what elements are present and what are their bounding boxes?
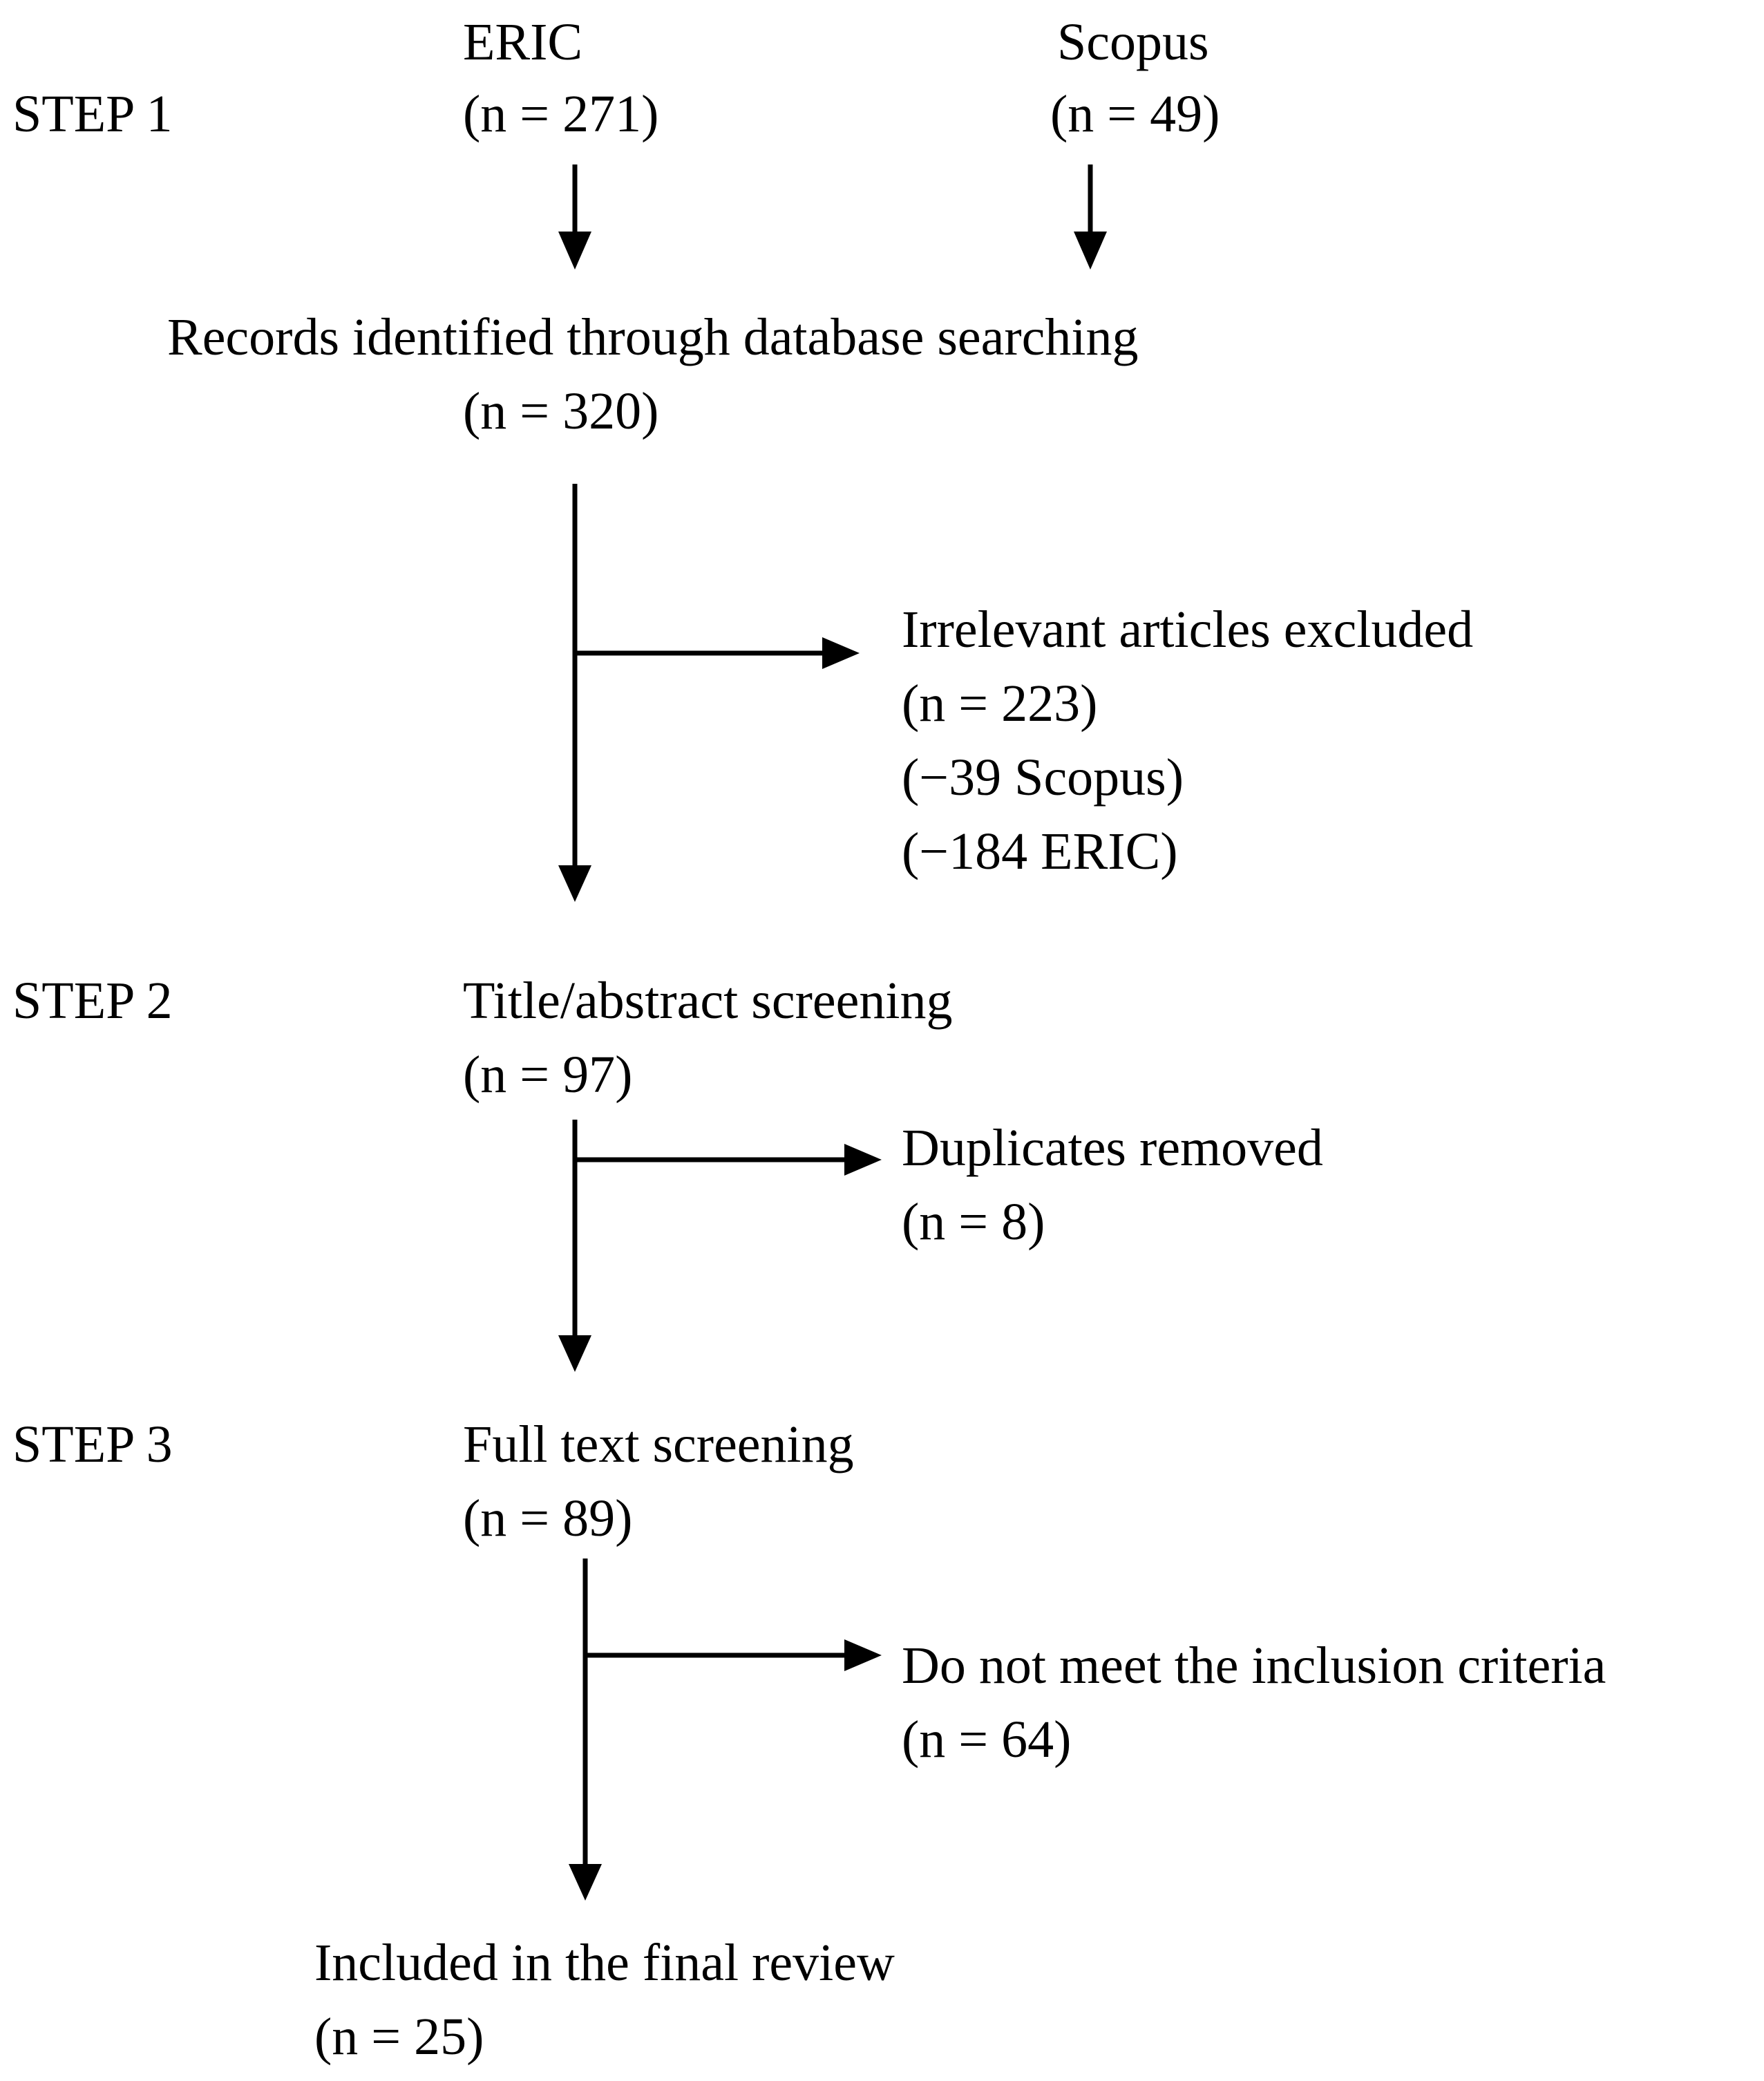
scopus-source-label: Scopus — [1057, 13, 1209, 71]
eric-down-arrowhead — [558, 232, 591, 270]
records-identified-count: (n = 320) — [463, 382, 659, 440]
step-2-label: STEP 2 — [12, 972, 173, 1030]
scopus-source-count: (n = 49) — [1050, 85, 1220, 143]
step-3-label: STEP 3 — [12, 1415, 173, 1473]
full-text-screening-label: Full text screening — [463, 1415, 854, 1473]
full-text-down-arrowhead — [569, 1864, 602, 1901]
irrelevant-excluded-eric: (−184 ERIC) — [902, 822, 1178, 881]
irrelevant-excluded-count: (n = 223) — [902, 675, 1098, 733]
irrelevant-excluded-scopus: (−39 Scopus) — [902, 748, 1184, 807]
irrelevant-branch-arrowhead — [822, 637, 860, 669]
title-abstract-screening-count: (n = 97) — [463, 1046, 633, 1104]
final-review-label: Included in the final review — [314, 1934, 895, 1992]
irrelevant-excluded-label: Irrelevant articles excluded — [902, 601, 1474, 659]
duplicates-removed-count: (n = 8) — [902, 1193, 1045, 1251]
full-text-screening-count: (n = 89) — [463, 1489, 633, 1547]
final-review-count: (n = 25) — [314, 2008, 484, 2066]
inclusion-criteria-excluded-label: Do not meet the inclusion criteria — [902, 1637, 1606, 1695]
records-down-arrowhead — [558, 865, 591, 902]
records-identified-label: Records identified through database sear… — [167, 308, 1139, 366]
step-1-label: STEP 1 — [12, 85, 173, 143]
title-abstract-down-arrowhead — [558, 1335, 591, 1372]
eric-source-count: (n = 271) — [463, 85, 659, 143]
title-abstract-screening-label: Title/abstract screening — [463, 972, 953, 1030]
duplicates-removed-label: Duplicates removed — [902, 1119, 1323, 1177]
inclusion-criteria-excluded-count: (n = 64) — [902, 1711, 1072, 1769]
inclusion-branch-arrowhead — [844, 1639, 882, 1671]
eric-source-label: ERIC — [463, 13, 583, 71]
duplicates-branch-arrowhead — [844, 1144, 882, 1176]
scopus-down-arrowhead — [1074, 232, 1107, 270]
